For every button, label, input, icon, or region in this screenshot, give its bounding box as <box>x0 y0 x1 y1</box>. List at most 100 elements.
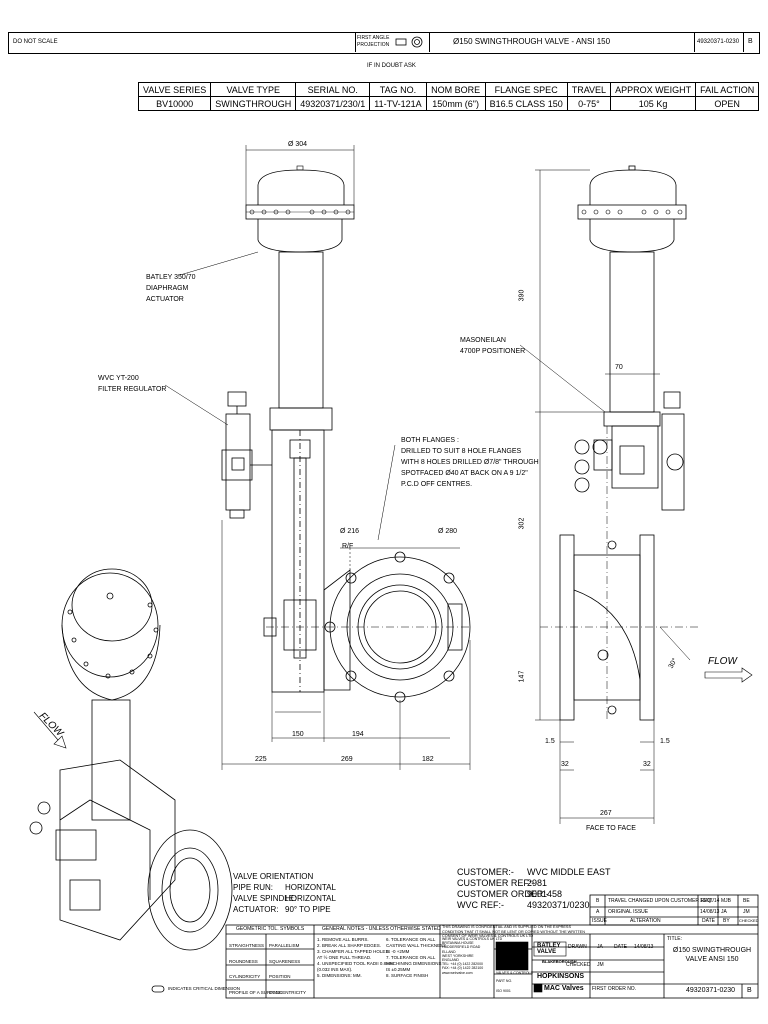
dim-267: 267 <box>600 810 612 817</box>
spec-value: 150mm (6") <box>425 96 486 111</box>
actuator-annotation: BATLEY 350/70 DIAPHRAGM ACTUATOR <box>146 274 196 303</box>
valve-body-side <box>323 551 471 703</box>
valve-orientation: VALVE ORIENTATION PIPE RUN:HORIZONTAL VA… <box>233 872 336 914</box>
flanges-annotation: BOTH FLANGES : DRILLED TO SUIT 8 HOLE FL… <box>401 437 539 488</box>
valves-controls-tag: VALVES & CONTROLS <box>496 971 533 975</box>
dimension-lines-left <box>221 145 471 770</box>
orientation-row: PIPE RUN:HORIZONTAL <box>233 883 336 892</box>
rev-checked: JM <box>743 909 750 915</box>
rev-alteration: ORIGINAL ISSUE <box>608 909 649 915</box>
yoke-column-right <box>609 251 655 413</box>
dim-147: 147 <box>518 670 526 683</box>
actuator-bolts-left <box>249 165 351 215</box>
face-to-face-label: FACE TO FACE <box>586 825 636 832</box>
spec-header-row: VALVE SERIES VALVE TYPE SERIAL NO. TAG N… <box>137 82 760 97</box>
rev-header: ISSUE <box>592 918 608 924</box>
spec-value: OPEN <box>695 96 760 111</box>
dim-302: 302 <box>518 517 526 530</box>
title-label: TITLE: <box>667 936 683 942</box>
rev-header: BY <box>723 918 730 924</box>
first-order-label: FIRST ORDER NO. <box>592 986 637 992</box>
checked-by: JM <box>597 962 604 968</box>
leader-lines <box>164 251 606 541</box>
drawn-label: DRAWN <box>568 944 587 950</box>
spec-value: 0-75° <box>566 96 612 111</box>
title-strip <box>8 32 760 54</box>
dimension-lines-right <box>535 169 691 824</box>
rev-alteration: TRAVEL CHANGED UPON CUSTOMER REQ. <box>608 898 713 904</box>
spec-value: SWINGTHROUGH <box>210 96 297 111</box>
title-block-revision: B <box>747 987 752 994</box>
rev-by: JA <box>721 909 727 915</box>
drawing-number-top: 49320371-0230 <box>697 39 740 45</box>
brand-mac: MAC Valves <box>544 985 584 992</box>
dim-rf: R/F <box>342 543 354 550</box>
date-label: DATE <box>614 944 627 950</box>
positioner-annotation: MASONEILAN 4700P POSITIONER <box>460 337 526 355</box>
flow-label-right: FLOW <box>708 656 737 667</box>
brand-blakeborough: BLAKEBOROUGH <box>542 959 577 964</box>
rev-issue: B <box>596 898 600 904</box>
actuator-diaphragm-right <box>577 165 687 253</box>
title-block-drawing-number: 49320371-0230 <box>686 987 736 994</box>
filter-regulator-left <box>221 391 272 519</box>
spec-value: 11-TV-121A <box>369 96 427 111</box>
checked-label: CHECKED <box>566 962 591 968</box>
dim-194: 194 <box>352 731 364 738</box>
dim-216: Ø 216 <box>340 528 360 535</box>
dim-269: 269 <box>341 756 353 763</box>
do-not-scale-label: DO NOT SCALE <box>13 39 58 45</box>
rev-issue: A <box>596 909 600 915</box>
title-block-title: Ø150 SWINGTHROUGH VALVE ANSI 150 <box>672 947 752 963</box>
iso-label: ISO 9001 <box>496 989 511 993</box>
if-in-doubt-label: IF IN DOUBT ASK <box>367 63 416 69</box>
brand-batley: BATLEY VALVE <box>537 943 561 955</box>
brand-hopkinsons: HOPKINSONS <box>537 973 585 980</box>
valve-body-front <box>540 426 700 721</box>
orientation-row: ACTUATOR:90° TO PIPE <box>233 905 331 914</box>
general-notes-a: 1. REMOVE ALL BURRS.2. BREAK ALL SHARP E… <box>317 937 394 978</box>
customer-block: CUSTOMER:-WVC MIDDLE EAST CUSTOMER REF:-… <box>457 867 611 910</box>
positioner-body <box>611 425 659 489</box>
part-no-label: PART NO. <box>496 979 513 983</box>
spec-value: BV10000 <box>137 96 212 111</box>
first-angle-projection-icon <box>395 36 423 48</box>
rev-date: 14/08/13 <box>700 909 720 915</box>
actuator-bolts-right <box>581 209 683 215</box>
spec-value: B16.5 CLASS 150 <box>484 96 568 111</box>
isometric-view <box>29 568 233 951</box>
dim-1-5-left: 1.5 <box>545 738 555 745</box>
dim-182: 182 <box>422 756 434 763</box>
geometric-tol-heading: GEOMETRIC TOL. SYMBOLS <box>236 926 305 932</box>
flow-arrows <box>33 667 753 749</box>
dim-390: 390 <box>518 289 526 302</box>
copyright-note: THIS DRAWING IS CONFIDENTIAL AND IS SUPP… <box>442 925 585 938</box>
valve-spec-table: VALVE SERIES VALVE TYPE SERIAL NO. TAG N… <box>137 82 760 111</box>
critical-dimension-note: INDICATES CRITICAL DIMENSION <box>168 986 241 991</box>
rev-checked: BE <box>743 898 750 904</box>
spec-value-row: BV10000 SWINGTHROUGH 49320371/230/1 11-T… <box>137 96 760 111</box>
dim-70: 70 <box>615 364 623 371</box>
yoke-column-left <box>278 251 324 409</box>
dim-280: Ø 280 <box>438 528 458 535</box>
rev-header: DATE <box>702 918 715 924</box>
drawn-date: 14/08/13 <box>634 944 654 950</box>
drawn-by: JA <box>597 944 603 950</box>
dim-32-left: 32 <box>561 761 569 768</box>
dim-1-5-right: 1.5 <box>660 738 670 745</box>
rev-by: MJB <box>721 898 731 904</box>
rev-header: CHECKED <box>739 918 759 923</box>
rev-date: 10/07/14 <box>700 898 720 904</box>
dim-225: 225 <box>255 756 267 763</box>
projection-label: FIRST ANGLE PROJECTION <box>357 35 390 48</box>
revision-top: B <box>748 38 753 45</box>
logo-block <box>495 941 567 993</box>
rev-header: ALTERATION <box>630 918 661 924</box>
dim-150: 150 <box>292 731 304 738</box>
drawing-title-top: Ø150 SWINGTHROUGH VALVE - ANSI 150 <box>453 37 611 46</box>
dim-304: Ø 304 <box>288 141 308 148</box>
